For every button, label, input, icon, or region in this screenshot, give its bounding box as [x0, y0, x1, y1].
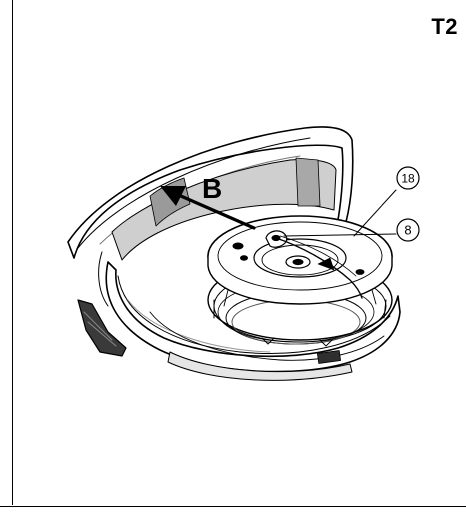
spool-disc [207, 215, 393, 305]
figure-tag: T2 [431, 14, 458, 39]
callout-8-leader [283, 233, 397, 237]
callout-18-label: 18 [401, 172, 415, 186]
side-clip [77, 299, 127, 357]
housing-body [105, 261, 401, 373]
direction-arrow [160, 186, 256, 230]
guard-inner-shading [111, 159, 337, 261]
callout-18-leader [353, 189, 397, 237]
callout-18: 18 [396, 166, 420, 190]
arrow-label-b: B [202, 173, 222, 204]
callout-8: 8 [396, 218, 420, 242]
trimmer-head-drawing [67, 126, 401, 381]
callout-8-label: 8 [404, 223, 411, 238]
